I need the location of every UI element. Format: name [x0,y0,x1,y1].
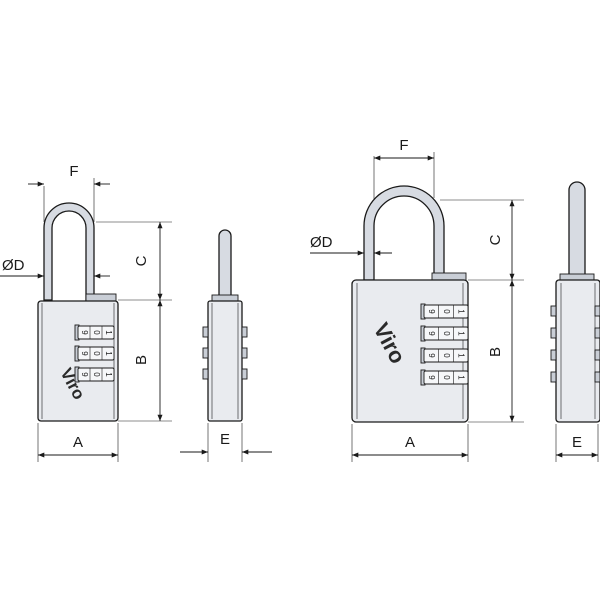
small-side-dimension: E [180,423,272,462]
large-dial-1[interactable]: 9 0 1 [420,303,469,320]
large-side-dimension: E [555,424,599,462]
label-e-small: E [220,431,230,448]
label-d-small: ØD [2,257,25,274]
large-dial-digit: 0 [442,375,451,380]
side-nub-right [241,347,248,359]
large-dial-digit: 9 [427,353,436,358]
small-side-body [207,300,243,422]
large-shackle [363,185,445,281]
small-dial-digit: 1 [104,330,113,335]
large-dial-digit: 0 [442,353,451,358]
large-side-dial-nubs [550,305,600,383]
large-dial-group: 9 0 1 9 0 1 9 0 1 9 0 1 [420,303,469,386]
large-dial-4[interactable]: 9 0 1 [420,369,469,386]
label-b-large: B [487,347,504,357]
label-a-small: A [73,434,83,451]
small-dial-digit: 9 [80,330,89,335]
side-nub-left [550,327,557,339]
large-side-shackle [568,181,586,281]
small-dial-digit: 0 [92,372,101,377]
large-dial-digit: 9 [427,309,436,314]
large-lock-side-view [550,181,600,423]
label-c-small: C [133,255,150,266]
side-nub-right [241,326,248,338]
small-lock-side-view [202,229,248,422]
small-lock-dimensions: F ØD C B A [0,163,172,462]
large-lock-dimensions: F ØD C B A [310,137,524,462]
large-dial-digit: 9 [427,375,436,380]
small-dial-digit: 9 [80,351,89,356]
small-dial-digit: 0 [92,351,101,356]
side-nub-left [550,349,557,361]
small-side-dial-nubs [202,326,248,380]
label-f-small: F [69,163,78,180]
large-dial-digit: 0 [442,309,451,314]
large-side-body [555,279,600,423]
small-dial-digit: 9 [80,372,89,377]
side-nub-right [594,349,600,361]
label-f-large: F [399,137,408,154]
label-a-large: A [405,434,415,451]
large-dial-digit: 9 [427,331,436,336]
small-dial-digit: 1 [104,372,113,377]
large-dial-2[interactable]: 9 0 1 [420,325,469,342]
small-side-shackle [218,229,232,301]
side-nub-right [594,327,600,339]
side-nub-left [550,371,557,383]
side-nub-right [241,368,248,380]
large-dial-digit: 1 [457,375,466,380]
label-b-small: B [133,355,150,365]
large-dial-digit: 1 [457,309,466,314]
label-c-large: C [487,234,504,245]
large-dial-digit: 1 [457,353,466,358]
side-nub-left [202,368,209,380]
side-nub-left [202,347,209,359]
large-dial-digit: 0 [442,331,451,336]
small-shackle [43,202,95,301]
label-d-large: ØD [310,234,333,251]
side-nub-left [202,326,209,338]
small-dial-digit: 0 [92,330,101,335]
large-dial-digit: 1 [457,331,466,336]
side-nub-right [594,371,600,383]
large-dial-3[interactable]: 9 0 1 [420,347,469,364]
side-nub-right [594,305,600,317]
small-dial-digit: 1 [104,351,113,356]
label-e-large: E [572,434,582,451]
side-nub-left [550,305,557,317]
